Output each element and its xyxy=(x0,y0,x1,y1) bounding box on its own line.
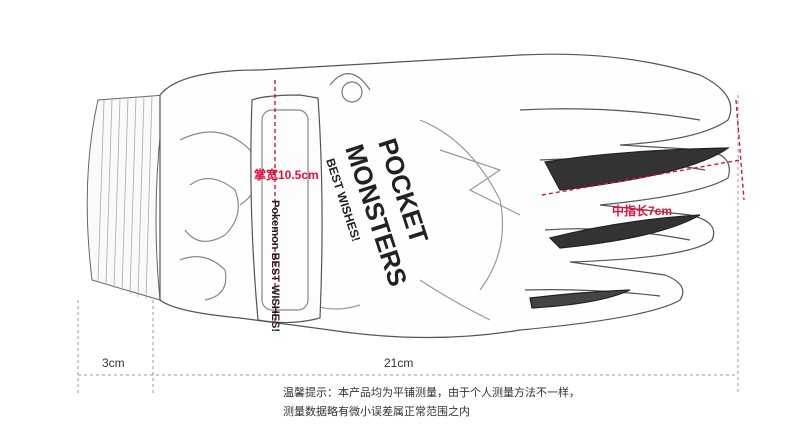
note-line-2: 测量数据略有微小误差属正常范围之内 xyxy=(283,406,470,418)
palm-width-label: 掌宽10.5cm xyxy=(254,168,319,182)
svg-text:Pokemon BEST WISHES!: Pokemon BEST WISHES! xyxy=(269,200,281,332)
glove-cuff xyxy=(86,94,166,301)
wrist-strap xyxy=(250,94,323,324)
middle-finger-length-label: 中指长7cm xyxy=(612,204,673,218)
glove-length-label: 21cm xyxy=(384,356,414,370)
measure-guides xyxy=(77,80,745,395)
note-line-1: 温馨提示：本产品均为平铺测量，由于个人测量方法不一样， xyxy=(283,387,580,399)
glove-body xyxy=(159,53,732,339)
cuff-length-label: 3cm xyxy=(102,356,125,370)
